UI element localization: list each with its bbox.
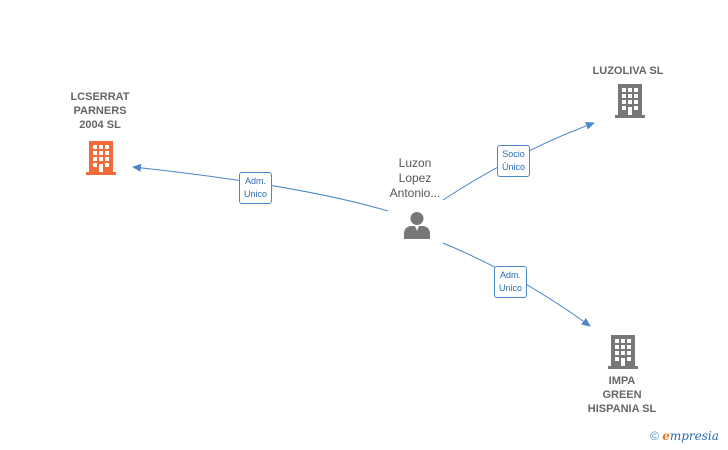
node-label-lcserrat[interactable]: LCSERRAT PARNERS 2004 SL (50, 90, 150, 132)
edge-label-line: Único (502, 162, 526, 172)
node-label-line: Luzon (398, 156, 432, 170)
node-label-person[interactable]: Luzon Lopez Antonio... (370, 156, 460, 201)
brand-logo: © empresia (650, 429, 719, 443)
edge-label-line: Unico (244, 189, 268, 199)
node-label-line: PARNERS (73, 105, 127, 117)
brand-name: mpresia (669, 429, 719, 443)
building-icon[interactable] (607, 334, 639, 370)
edge-label-line: Socio (502, 149, 525, 159)
building-icon[interactable] (85, 140, 117, 176)
node-label-line: LCSERRAT (70, 91, 130, 103)
building-icon[interactable] (614, 83, 646, 119)
node-label-line: HISPANIA SL (587, 403, 657, 415)
edge-label-socio-unico: Socio Único (497, 145, 531, 177)
node-label-line: 2004 SL (79, 119, 121, 131)
edge-label-adm-unico: Adm. Unico (239, 172, 273, 204)
node-label-line: Antonio... (389, 186, 441, 200)
edge-label-line: Adm. (500, 270, 522, 280)
node-label-line: IMPA (608, 375, 636, 387)
person-icon[interactable] (402, 210, 432, 240)
edge-label-line: Adm. (245, 176, 267, 186)
node-label-luzoliva[interactable]: LUZOLIVA SL (578, 64, 678, 78)
edge-label-adm-unico: Adm. Unico (494, 266, 528, 298)
copyright-symbol: © (650, 429, 659, 443)
node-label-impa[interactable]: IMPA GREEN HISPANIA SL (572, 374, 672, 416)
brand-e: e (662, 429, 670, 443)
node-label-line: GREEN (602, 389, 642, 401)
node-label-line: LUZOLIVA SL (592, 65, 664, 77)
node-label-line: Lopez (398, 171, 432, 185)
edge-label-line: Unico (499, 283, 523, 293)
edge-to-lcserrat (132, 163, 389, 212)
